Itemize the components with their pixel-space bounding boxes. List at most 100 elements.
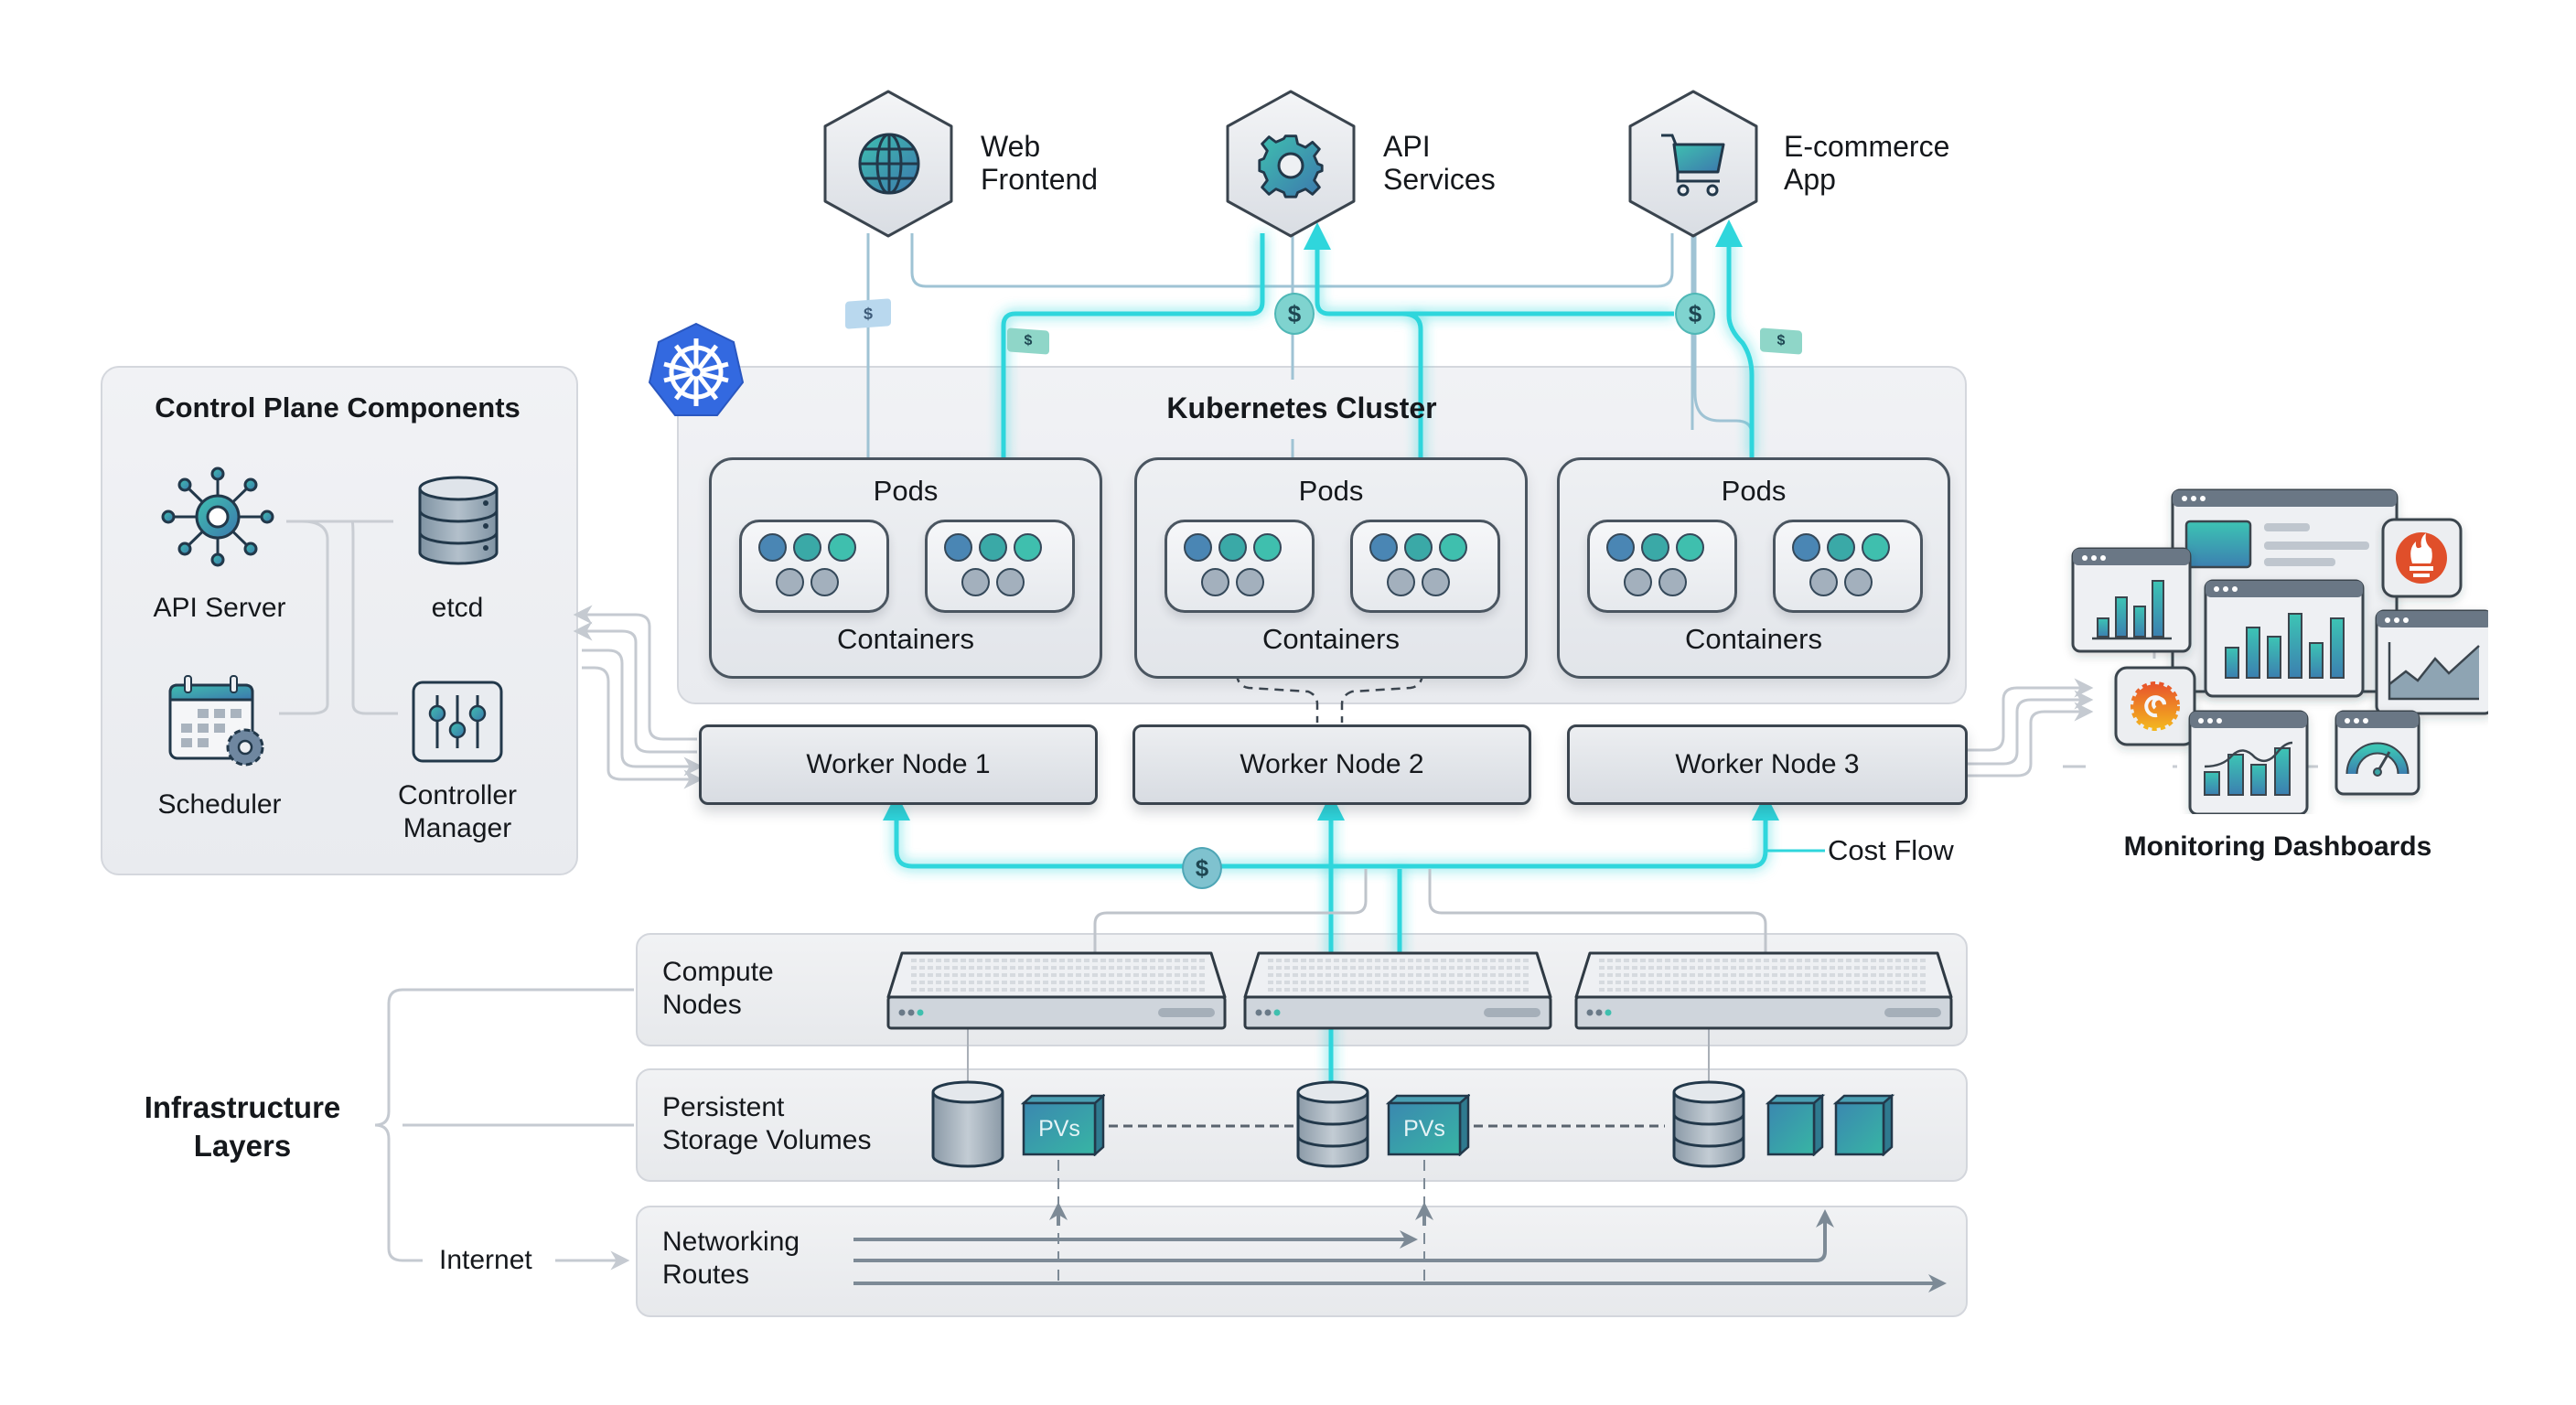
server-unit-1[interactable] [886, 949, 1228, 1032]
pv-cube-icon [1385, 1093, 1472, 1157]
container-dot [1658, 568, 1687, 596]
persistent-storage-label: Persistent Storage Volumes [662, 1091, 871, 1157]
ecommerce-app-label: E-commerce App [1784, 130, 1949, 196]
container-card[interactable] [925, 520, 1075, 613]
internet-label: Internet [439, 1245, 532, 1275]
container-dot [1236, 568, 1264, 596]
infrastructure-bracket [374, 988, 634, 1262]
container-dot [1862, 533, 1890, 562]
grafana-icon [2114, 666, 2196, 746]
container-dot [1201, 568, 1229, 596]
container-card[interactable] [1773, 520, 1923, 613]
dashboard-bar-chart-main [2204, 579, 2365, 698]
container-dot [1606, 533, 1635, 562]
networking-route-arrows [853, 1202, 1947, 1292]
container-dot [1844, 568, 1873, 596]
dashboard-area-chart [2375, 609, 2494, 715]
containers-label: Containers [1262, 623, 1400, 655]
label-line-2: Routes [662, 1260, 750, 1290]
container-dot [758, 533, 787, 562]
label-line-2: Frontend [981, 163, 1099, 196]
pv-network-dashed [1057, 1160, 1425, 1281]
title-line-1: Infrastructure [144, 1090, 341, 1124]
networking-routes-label: Networking Routes [662, 1226, 800, 1292]
container-card[interactable] [1587, 520, 1737, 613]
container-dot [828, 533, 856, 562]
container-dot [979, 533, 1007, 562]
worker-node-1[interactable]: Worker Node 1 [699, 724, 1098, 805]
kubernetes-helm-icon [648, 322, 745, 416]
cost-badge: $ [1274, 293, 1315, 335]
monitoring-dashboards[interactable] [2049, 476, 2494, 816]
container-dot [793, 533, 821, 562]
worker-compute-links [1093, 869, 1767, 956]
service-api-services[interactable] [1224, 90, 1358, 238]
container-dot [1014, 533, 1042, 562]
persistent-volume-block[interactable]: PVs [1385, 1093, 1472, 1157]
worker-node-2[interactable]: Worker Node 2 [1132, 724, 1531, 805]
container-dot [1827, 533, 1855, 562]
kubernetes-cluster-title: Kubernetes Cluster [1166, 391, 1437, 424]
control-worker-arrows [573, 605, 703, 789]
label-line-1: E-commerce [1784, 130, 1950, 163]
container-dot [1439, 533, 1467, 562]
container-card[interactable] [739, 520, 889, 613]
pv-label: PVs [1403, 1116, 1445, 1142]
label-line-1: Persistent [662, 1092, 785, 1122]
container-dot [1624, 568, 1652, 596]
container-dot [1253, 533, 1282, 562]
container-dot [1676, 533, 1704, 562]
container-dot [1184, 533, 1212, 562]
worker-monitoring-arrows [1965, 678, 2094, 778]
container-dot [961, 568, 990, 596]
monitoring-dashboards-label: Monitoring Dashboards [2123, 831, 2432, 862]
storage-stack-icon [1672, 1080, 1745, 1168]
database-icon [418, 476, 499, 565]
control-plane-panel [101, 366, 578, 875]
container-dot [776, 568, 804, 596]
dashboard-combo-chart [2188, 710, 2309, 816]
container-dot [1387, 568, 1415, 596]
container-dot [1218, 533, 1247, 562]
pv-cube-icon [1020, 1093, 1107, 1157]
compute-storage-links [967, 1029, 1710, 1087]
cost-flow-arrows [883, 220, 1779, 842]
control-scheduler[interactable]: Scheduler [146, 668, 293, 832]
web-frontend-label: Web Frontend [981, 130, 1098, 196]
title-line-2: Layers [193, 1129, 292, 1163]
cost-flow-label: Cost Flow [1828, 834, 1954, 866]
persistent-volume-block[interactable]: PVs [1020, 1093, 1107, 1157]
container-dot [1422, 568, 1450, 596]
volume-blocks-icon [1766, 1094, 1895, 1156]
container-dot [944, 533, 972, 562]
container-card[interactable] [1165, 520, 1315, 613]
storage-stack-icon [1296, 1080, 1369, 1168]
label-line-2: Services [1383, 163, 1496, 196]
pv-label: PVs [1038, 1116, 1080, 1142]
service-web-frontend[interactable] [821, 90, 955, 238]
container-dot [810, 568, 839, 596]
calendar-gear-icon [168, 675, 264, 767]
sliders-icon [412, 681, 503, 763]
dashboard-gauge [2334, 710, 2420, 796]
worker-node-3[interactable]: Worker Node 3 [1567, 724, 1968, 805]
containers-label: Containers [1685, 623, 1822, 655]
container-card[interactable] [1350, 520, 1500, 613]
control-controller-manager[interactable]: Controller Manager [384, 668, 531, 851]
server-unit-3[interactable] [1573, 949, 1954, 1032]
server-unit-2[interactable] [1242, 949, 1553, 1032]
control-etcd[interactable]: etcd [384, 462, 531, 636]
cost-badge: $ [1182, 847, 1222, 889]
hub-icon [161, 467, 274, 567]
api-server-label: API Server [153, 593, 286, 623]
pods-title: Pods [1298, 475, 1364, 507]
control-plane-links [279, 520, 398, 715]
service-ecommerce-app[interactable] [1626, 90, 1760, 238]
control-api-server[interactable]: API Server [146, 462, 293, 636]
gear-icon [1258, 134, 1324, 198]
label-line-2: Nodes [662, 990, 742, 1020]
pods-title: Pods [873, 475, 939, 507]
